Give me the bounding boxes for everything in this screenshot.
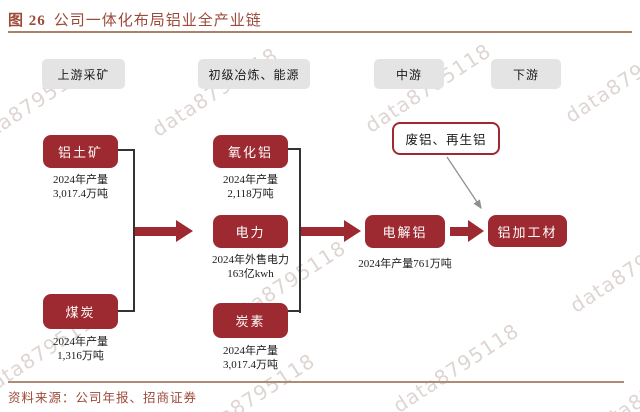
note-alumina-line2: 2,118万吨: [227, 188, 274, 200]
connector-carbon-stub: [288, 310, 301, 312]
note-carbon-line2: 3,017.4万吨: [223, 359, 278, 371]
arrow-smelting-to-electrolytic-head: [344, 220, 361, 242]
note-carbon: 2024年产量 3,017.4万吨: [193, 344, 308, 372]
connector-coal-stub: [118, 310, 134, 312]
watermark-text: data8795118: [565, 218, 640, 318]
node-electrolytic-aluminum: 电解铝: [365, 215, 445, 248]
node-aluminum-products: 铝加工材: [488, 215, 567, 247]
note-coal: 2024年产量 1,316万吨: [23, 335, 138, 363]
arrow-mining-to-smelting: [135, 227, 176, 236]
node-carbon: 炭素: [213, 303, 288, 338]
stage-primary-smelting: 初级冶炼、能源: [198, 59, 310, 89]
arrow-electrolytic-to-products-head: [468, 220, 484, 242]
arrow-smelting-to-electrolytic: [301, 227, 344, 236]
node-alumina: 氧化铝: [213, 135, 288, 168]
note-bauxite: 2024年产量 3,017.4万吨: [23, 173, 138, 201]
node-recycled-aluminum: 废铝、再生铝: [392, 122, 500, 155]
arrow-electrolytic-to-products: [450, 227, 468, 236]
stage-midstream: 中游: [374, 59, 444, 89]
note-bauxite-line2: 3,017.4万吨: [53, 188, 108, 200]
note-power-line2: 163亿kwh: [227, 268, 274, 280]
watermark-text: data8795118: [560, 28, 640, 128]
note-coal-line2: 1,316万吨: [57, 350, 104, 362]
note-carbon-line1: 2024年产量: [223, 345, 278, 357]
stage-downstream: 下游: [491, 59, 561, 89]
figure-number: 图 26: [8, 13, 46, 29]
connector-left-vertical: [133, 149, 135, 312]
node-coal: 煤炭: [43, 294, 118, 329]
note-power-line1: 2024年外售电力: [212, 254, 289, 266]
arrow-recycled-to-products: [446, 156, 482, 210]
figure-title-text: 公司一体化布局铝业全产业链: [53, 13, 262, 29]
connector-alumina-stub: [288, 148, 301, 150]
watermark-text: data8795118: [582, 343, 640, 412]
connector-bauxite-stub: [118, 149, 134, 151]
note-coal-line1: 2024年产量: [53, 336, 108, 348]
watermark-text: data8795118: [388, 318, 524, 412]
title-divider: [8, 31, 632, 33]
note-alumina-line1: 2024年产量: [223, 174, 278, 186]
footer-divider: [8, 381, 624, 383]
watermark-text: data8795118: [147, 42, 283, 142]
source-note: 资料来源：公司年报、招商证券: [8, 391, 198, 405]
connector-right-vertical: [299, 148, 301, 313]
note-bauxite-line1: 2024年产量: [53, 174, 108, 186]
stage-upstream-mining: 上游采矿: [42, 59, 125, 89]
note-electrolytic-aluminum: 2024年产量761万吨: [358, 258, 452, 270]
node-bauxite: 铝土矿: [43, 135, 118, 168]
note-power: 2024年外售电力 163亿kwh: [183, 253, 318, 281]
node-power: 电力: [213, 215, 288, 248]
note-alumina: 2024年产量 2,118万吨: [193, 173, 308, 201]
figure-title: 图 26 公司一体化布局铝业全产业链: [8, 9, 262, 30]
arrow-mining-to-smelting-head: [176, 220, 193, 242]
